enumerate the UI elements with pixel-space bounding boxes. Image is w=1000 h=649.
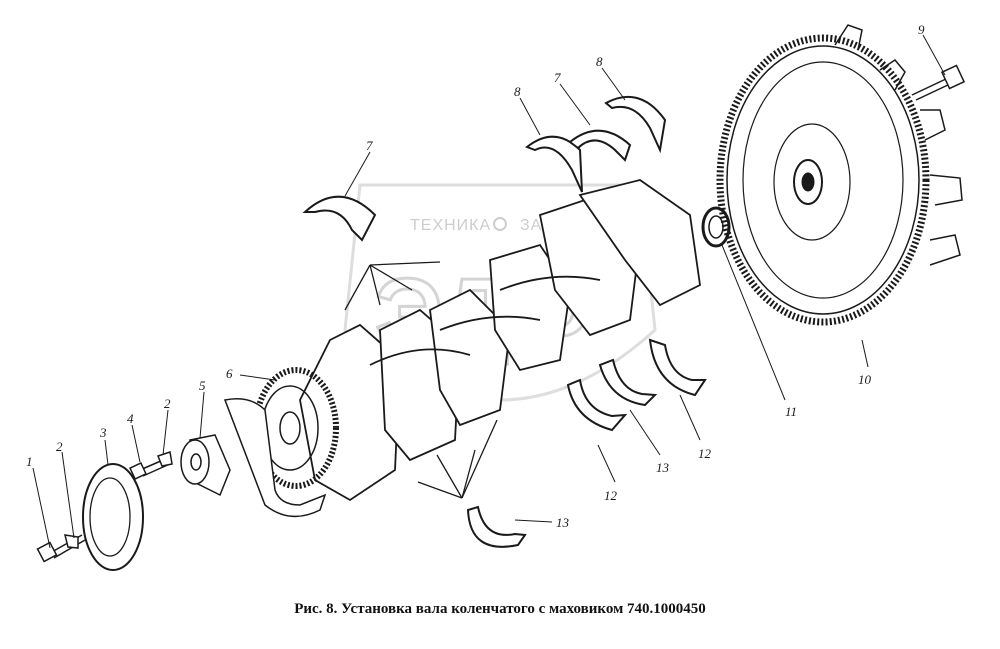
callout-12b: 12 [698,446,712,461]
shell-8-mid [524,135,583,193]
shell-13-bottom [466,505,527,548]
lock-washer-2b [157,451,173,467]
gear-icon [493,217,507,231]
shell-12-left [566,378,628,432]
shell-12-right [648,338,707,397]
callout-1: 1 [26,454,33,469]
plate-3 [82,463,144,571]
flywheel [716,24,963,326]
callout-10: 10 [858,372,872,387]
callout-4: 4 [127,411,134,426]
shell-8-right [604,95,667,154]
callout-12a: 12 [604,488,618,503]
callout-7a: 7 [366,138,373,153]
leader-lines [32,34,946,549]
crankshaft [299,179,701,502]
lubrication-arrows [344,261,498,499]
bearing-shells [302,95,707,548]
callout-numbers: 1 2 3 4 2 5 6 7 8 7 8 9 10 11 12 13 12 1… [26,22,925,530]
callout-13a: 13 [656,460,670,475]
seal-11 [701,206,731,248]
callout-7b: 7 [554,70,561,85]
pulley-shield [223,398,327,518]
shell-7-mid [568,129,632,162]
callout-9: 9 [918,22,925,37]
lock-washer-2 [63,534,79,549]
hub-5 [180,434,231,497]
shell-13-mid [598,358,658,407]
callout-3: 3 [99,425,107,440]
callout-11: 11 [785,404,797,419]
figure-caption: Рис. 8. Установка вала коленчатого с мах… [294,601,706,617]
callout-6: 6 [226,366,233,381]
callout-2a: 2 [56,439,63,454]
shell-7-left [302,195,377,242]
callout-13b: 13 [556,515,570,530]
watermark-left-text: ТЕХНИКА [410,217,491,234]
callout-5: 5 [199,378,206,393]
callout-2b: 2 [164,396,171,411]
bolt-9 [911,64,966,101]
callout-8b: 8 [596,54,603,69]
callout-8a: 8 [514,84,521,99]
